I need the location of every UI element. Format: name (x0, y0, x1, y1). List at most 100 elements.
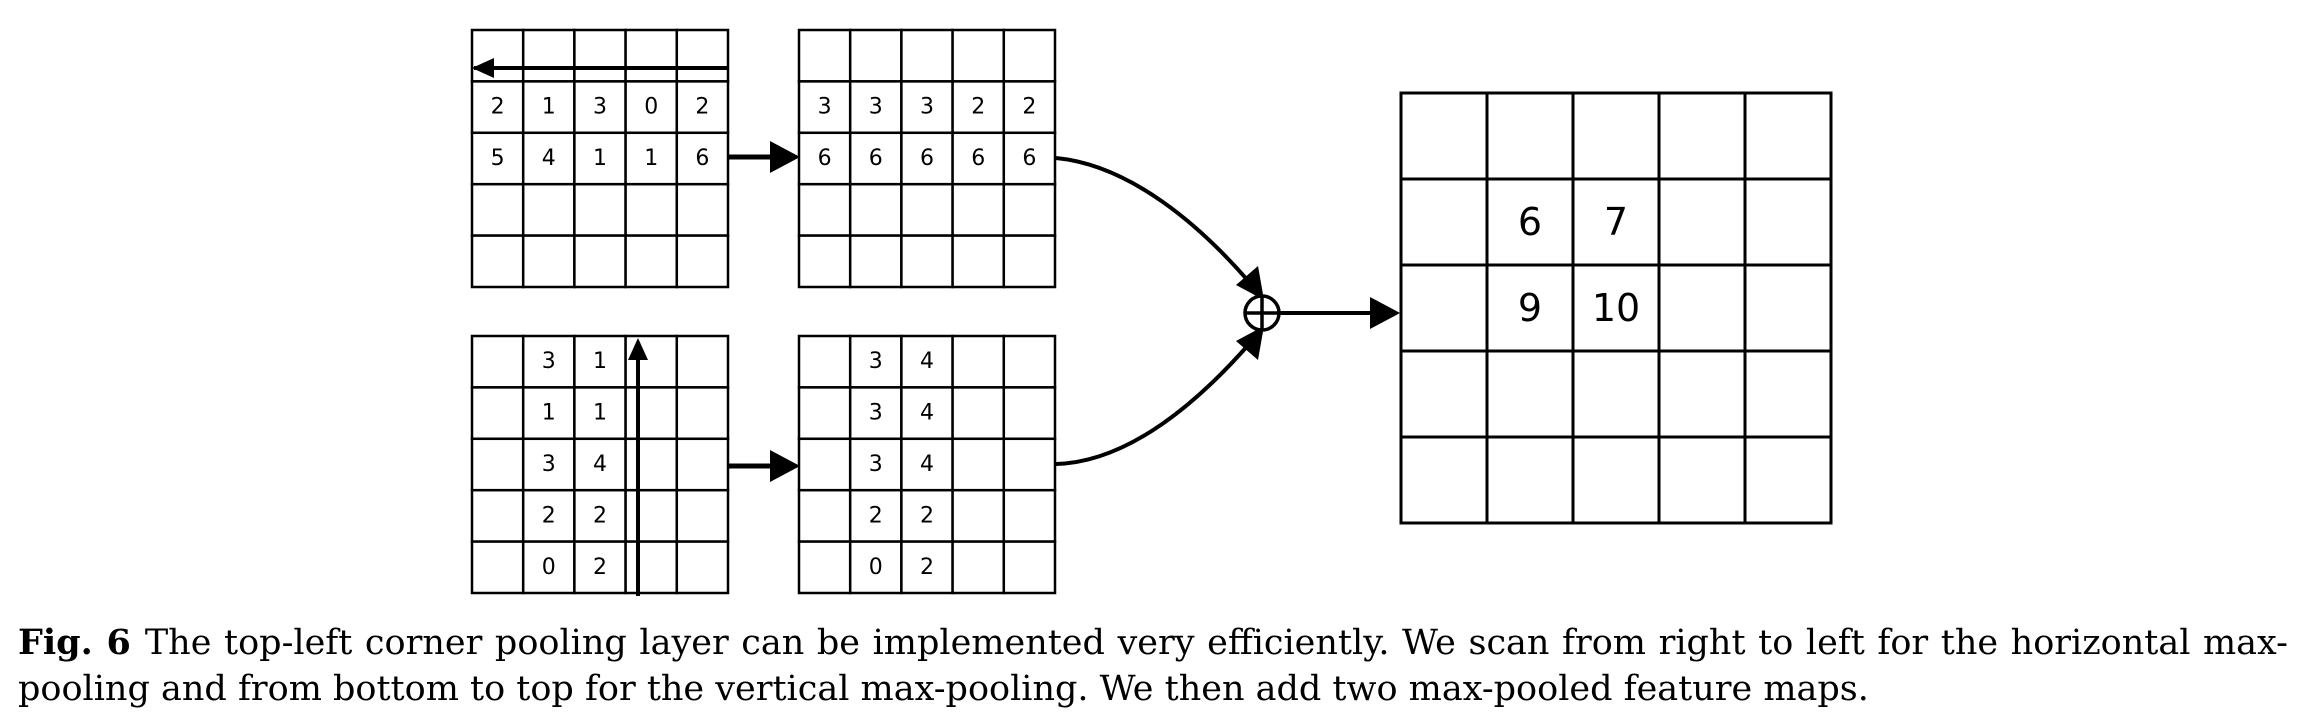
grid-cell (675, 540, 730, 595)
grid-cell (1743, 91, 1833, 181)
grid-cell (675, 488, 730, 543)
grid-cell (1571, 435, 1661, 525)
cell-value: 3 (869, 349, 883, 374)
grid-cell (1399, 435, 1489, 525)
grid-cell (797, 437, 852, 492)
grid-cell (1571, 91, 1661, 181)
horizontal-to-sum-curve (1055, 156, 1252, 285)
grid-cell (848, 182, 903, 237)
cell-value: 2 (542, 503, 556, 528)
cell-value: 10 (1592, 286, 1640, 330)
cell-value: 1 (542, 401, 556, 426)
grid-cell (470, 234, 525, 289)
grid-cell (1002, 540, 1057, 595)
cell-value: 3 (869, 452, 883, 477)
grid-cell (848, 80, 903, 135)
grid-cell (900, 334, 954, 389)
grid-cell (848, 28, 903, 83)
grid-cell (951, 234, 1006, 289)
grid-cell (521, 234, 576, 289)
cell-value: 7 (1604, 200, 1628, 244)
cell-value: 2 (1022, 95, 1036, 120)
horizontal-pooled-grid: 3 3 3 2 2 6 6 6 6 6 (797, 28, 1057, 289)
grid-cell (951, 488, 1006, 543)
cell-value: 6 (818, 146, 832, 171)
grid-cell (521, 540, 576, 595)
grid-cell (1002, 80, 1057, 135)
vertical-to-sum-curve (1055, 341, 1252, 466)
grid-cell (521, 488, 576, 543)
grid-cell (1002, 488, 1057, 543)
grid-cell (1657, 91, 1747, 181)
grid-cell (573, 437, 627, 492)
cell-value: 2 (593, 503, 607, 528)
figure-label: Fig. 6 (18, 622, 131, 663)
grid-cell (1657, 177, 1747, 267)
grid-cell (573, 540, 627, 595)
grid-cell (521, 28, 576, 83)
cell-value: 6 (695, 146, 709, 171)
horizontal-pool-arrowhead (770, 141, 800, 173)
grid-cell (797, 131, 852, 186)
grid-cell (1657, 435, 1747, 525)
grid-cell (1485, 435, 1575, 525)
grid-cell (900, 540, 954, 595)
grid-cell (573, 182, 627, 237)
cell-value: 3 (818, 95, 832, 120)
grid-cell (848, 234, 903, 289)
cell-value: 0 (644, 95, 658, 120)
grid-cell (675, 386, 730, 441)
grid-cell (1743, 435, 1833, 525)
cell-value: 3 (920, 95, 934, 120)
grid-cell (797, 386, 852, 441)
grid-cell (470, 334, 525, 389)
cell-value: 3 (869, 401, 883, 426)
cell-value: 1 (542, 95, 556, 120)
cell-value: 6 (920, 146, 934, 171)
cell-value: 3 (869, 95, 883, 120)
grid-cell (951, 28, 1006, 83)
scan-bottom-to-top-arrowhead (628, 338, 648, 360)
cell-value: 2 (920, 503, 934, 528)
grid-cell (848, 488, 903, 543)
grid-cell (573, 131, 627, 186)
horizontal-to-sum-arrowhead (1236, 266, 1264, 300)
grid-cell (1002, 386, 1057, 441)
cell-value: 0 (542, 555, 556, 580)
grid-cell (573, 28, 627, 83)
scan-right-to-left-arrowhead (472, 58, 494, 78)
cell-value: 6 (1022, 146, 1036, 171)
grid-cell (624, 334, 679, 389)
grid-cell (624, 182, 679, 237)
cell-value: 4 (542, 146, 556, 171)
grid-cell (1002, 182, 1057, 237)
cell-value: 2 (971, 95, 985, 120)
grid-cell (797, 488, 852, 543)
cell-value: 4 (920, 452, 934, 477)
cell-value: 6 (971, 146, 985, 171)
grid-cell (675, 80, 730, 135)
cell-value: 3 (593, 95, 607, 120)
grid-cell (951, 334, 1006, 389)
grid-cell (675, 28, 730, 83)
grid-cell (521, 386, 576, 441)
vertical-pool-arrowhead (770, 450, 800, 482)
grid-cell (1399, 349, 1489, 439)
grid-cell (675, 334, 730, 389)
cell-value: 9 (1518, 286, 1542, 330)
cell-value: 6 (869, 146, 883, 171)
cell-value: 2 (695, 95, 709, 120)
grid-cell (470, 540, 525, 595)
grid-cell (1399, 177, 1489, 267)
cell-value: 0 (869, 555, 883, 580)
grid-cell (1485, 349, 1575, 439)
grid-cell (1743, 263, 1833, 353)
grid-cell (900, 234, 954, 289)
grid-cell (1657, 263, 1747, 353)
cell-value: 2 (593, 555, 607, 580)
cell-value: 1 (593, 146, 607, 171)
grid-cell (624, 437, 679, 492)
grid-cell (900, 28, 954, 83)
